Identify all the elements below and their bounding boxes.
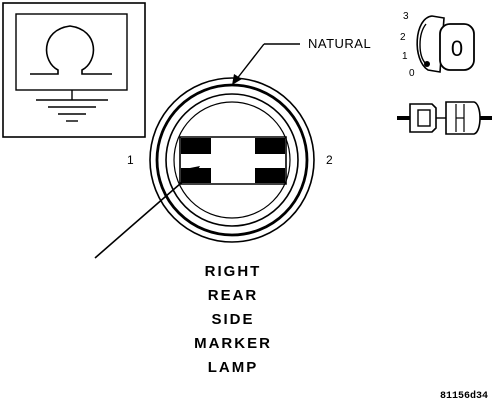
pointer-line	[94, 169, 197, 259]
connector-side-view-icon	[397, 101, 492, 135]
wire-color-callout: NATURAL	[232, 36, 371, 85]
pin-label-1: 1	[127, 153, 134, 167]
key-position-3: 3	[403, 11, 409, 22]
wire-color-label: NATURAL	[308, 36, 371, 51]
connector-name: RIGHT REAR SIDE MARKER LAMP	[194, 263, 272, 376]
key-position-0: 0	[409, 68, 415, 79]
ground-symbol-inset	[2, 2, 146, 138]
figure-id: 81156d34	[440, 390, 488, 402]
connector-name-line-5: LAMP	[208, 359, 259, 376]
key-icon	[439, 23, 475, 71]
terminal-cavity	[179, 136, 287, 185]
connector-name-line-2: REAR	[208, 287, 259, 304]
lock-cylinder-icon	[416, 15, 445, 73]
omega-icon	[30, 25, 112, 75]
pin-label-2: 2	[326, 153, 333, 167]
connector-name-line-3: SIDE	[211, 311, 254, 328]
terminal-2	[255, 138, 285, 183]
key-position-1: 1	[402, 51, 408, 62]
key-position-2: 2	[400, 32, 406, 43]
connector-name-line-4: MARKER	[194, 335, 272, 352]
key-view: 3 2 1 0 0	[397, 11, 492, 135]
connector-name-line-1: RIGHT	[205, 263, 262, 280]
key-glyph: 0	[451, 36, 463, 61]
terminal-1	[181, 138, 211, 183]
ground-icon	[36, 99, 108, 122]
connector-face: 1 2	[94, 77, 333, 259]
